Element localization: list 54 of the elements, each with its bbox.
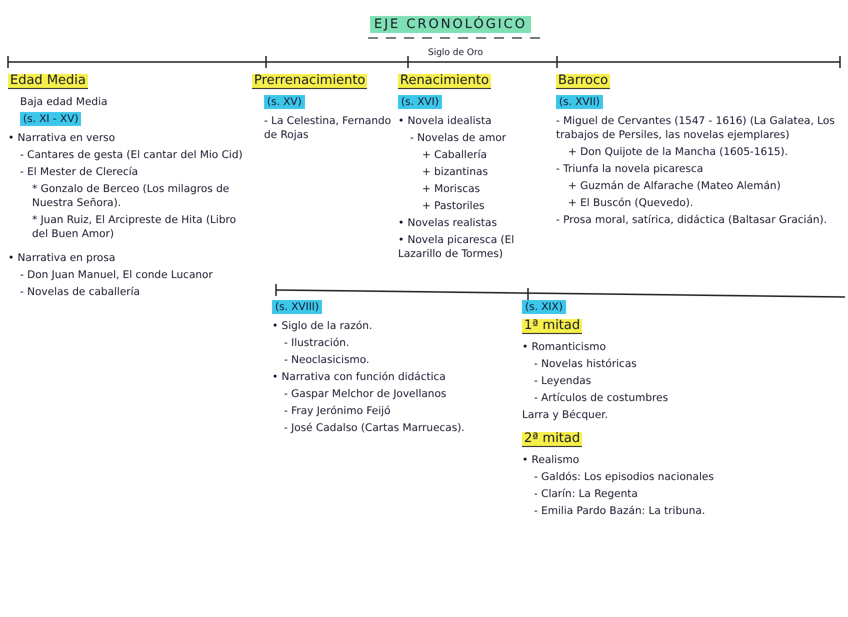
note-text: - Neoclasicismo. — [284, 353, 370, 367]
note-text: • Narrativa en prosa — [8, 251, 116, 265]
note-text: Larra y Bécquer. — [522, 408, 608, 422]
note-text: - Novelas de caballería — [20, 285, 140, 299]
note-text: - Don Juan Manuel, El conde Lucanor — [20, 268, 213, 282]
note-text: - Galdós: Los episodios nacionales — [534, 470, 714, 484]
note-text: + Guzmán de Alfarache (Mateo Alemán) — [568, 179, 781, 193]
note-text: • Realismo — [522, 453, 580, 467]
period-heading: Barroco — [556, 74, 610, 89]
note-text: - Leyendas — [534, 374, 592, 388]
period-heading: Edad Media — [8, 74, 88, 89]
note-text: - El Mester de Clerecía — [20, 165, 138, 179]
era-label: Siglo de Oro — [428, 48, 483, 58]
period-heading: 2ª mitad — [522, 432, 582, 447]
century-label: (s. XI - XV) — [20, 112, 82, 126]
note-text: - Emilia Pardo Bazán: La tribuna. — [534, 504, 706, 518]
note-text: - Clarín: La Regenta — [534, 487, 638, 501]
period-heading: Prerrenacimiento — [252, 74, 368, 89]
note-text: - Miguel de Cervantes (1547 - 1616) (La Galatea, Los trabajos de Persiles, las novelas ejemplares) — [556, 114, 836, 142]
period-heading: 1ª mitad — [522, 319, 582, 334]
note-text: • Romanticismo — [522, 340, 606, 354]
note-text: * Gonzalo de Berceo (Los milagros de Nuestra Señora). — [32, 182, 230, 210]
note-text: - La Celestina, Fernando de Rojas — [264, 114, 392, 142]
note-text: + El Buscón (Quevedo). — [568, 196, 694, 210]
note-text: - Gaspar Melchor de Jovellanos — [284, 387, 446, 401]
century-label: (s. XIX) — [522, 300, 566, 314]
century-label: (s. XVII) — [556, 95, 603, 109]
note-text: - Fray Jerónimo Feijó — [284, 404, 391, 418]
note-text: * Juan Ruiz, El Arcipreste de Hita (Libro del Buen Amor) — [32, 213, 237, 241]
note-text: • Narrativa en verso — [8, 131, 116, 145]
note-text: - Novelas de amor — [410, 131, 506, 145]
note-text: + Don Quijote de la Mancha (1605-1615). — [568, 145, 788, 159]
note-text: • Narrativa con función didáctica — [272, 370, 446, 384]
title: EJE CRONOLÓGICO — [370, 16, 531, 33]
note-text: • Novela idealista — [398, 114, 492, 128]
note-text: + Caballería — [422, 148, 487, 162]
century-label: (s. XVI) — [398, 95, 442, 109]
note-text: + Moriscas — [422, 182, 480, 196]
note-text: - Novelas históricas — [534, 357, 637, 371]
note-text: - José Cadalso (Cartas Marruecas). — [284, 421, 465, 435]
note-text: • Novelas realistas — [398, 216, 497, 230]
century-label: (s. XV) — [264, 95, 305, 109]
note-text: Baja edad Media — [20, 95, 108, 109]
note-text: - Artículos de costumbres — [534, 391, 668, 405]
century-label: (s. XVIII) — [272, 300, 322, 314]
note-text: - Ilustración. — [284, 336, 350, 350]
period-heading: Renacimiento — [398, 74, 491, 89]
note-text: + Pastoriles — [422, 199, 485, 213]
note-text: - Triunfa la novela picaresca — [556, 162, 704, 176]
note-text: - Prosa moral, satírica, didáctica (Baltasar Gracián). — [556, 213, 827, 227]
note-text: + bizantinas — [422, 165, 488, 179]
note-text: • Novela picaresca (El Lazarillo de Tormes) — [398, 233, 516, 261]
note-text: - Cantares de gesta (El cantar del Mio Cid) — [20, 148, 243, 162]
note-text: • Siglo de la razón. — [272, 319, 372, 333]
